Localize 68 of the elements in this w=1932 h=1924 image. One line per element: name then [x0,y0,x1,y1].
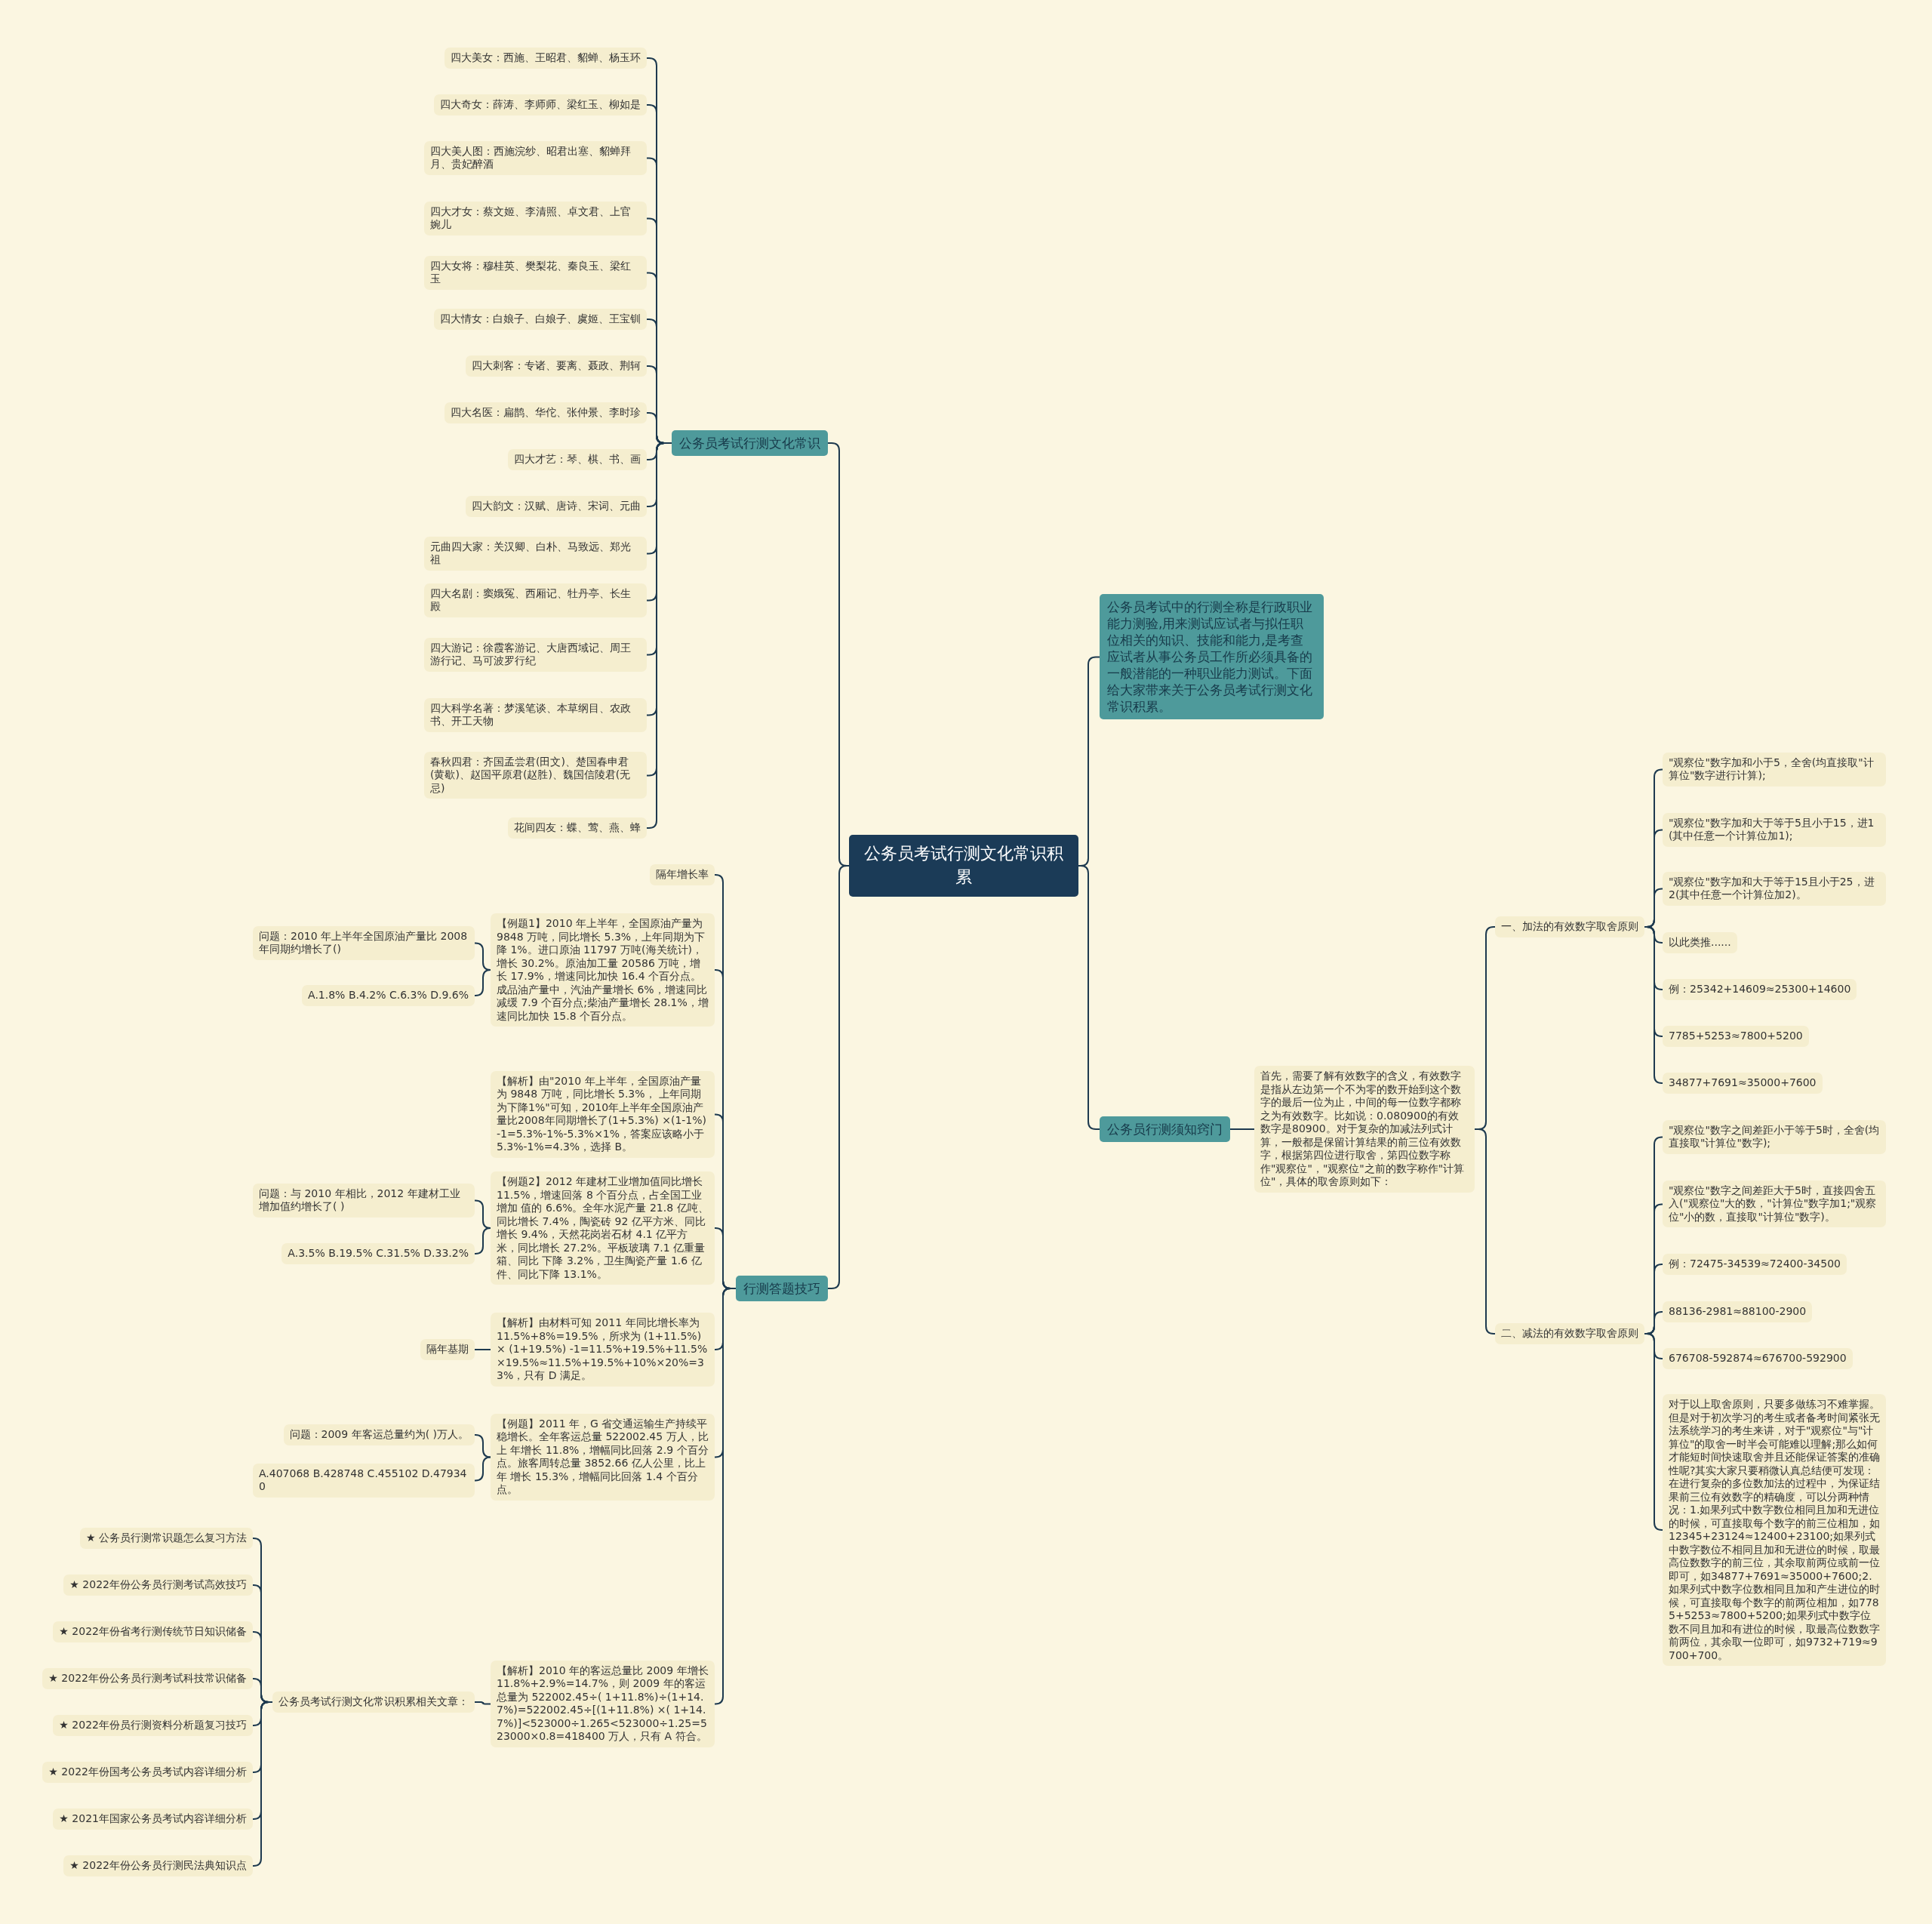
topic-box: 【例题】2011 年，G 省交通运输生产持续平稳增长。全年客运总量 522002.45 万人，比上 年增长 11.8%，增幅同比回落 2.9 个百分点。旅客周转总量 3852.66 亿人公里，比上年 增长 15.3%，增幅同比回落 1.4 个百分点。 [491,1413,715,1501]
topic-box: "观察位"数字加和大于等于5且小于15，进1(其中任意一个计算位加1); [1663,812,1886,847]
topic-box: 四大韵文：汉赋、唐诗、宋词、元曲 [466,496,647,517]
topic-box: 【例题2】2012 年建材工业增加值同比增长11.5%，增速回落 8 个百分点，占全国工业增加 值的 6.6%。全年水泥产量 21.8 亿吨、同比增长 7.4%，陶瓷砖 92 亿平方米、同比增长 9.4%，天然花岗岩石材 4.1 亿平方米，同比增长 27.2%。平板玻璃 7.1 亿重量箱、同比 下降 3.2%，卫生陶瓷产量 1.6 亿件、同比下降 13.1%。 [491,1171,715,1285]
topic-box: 676708-592874≈676700-592900 [1663,1348,1853,1369]
topic-box: 四大女将：穆桂英、樊梨花、秦良玉、梁红玉 [424,255,647,290]
topic-box: 公务员考试行测文化常识积累相关文章： [272,1692,475,1713]
topic-box: 二、减法的有效数字取舍原则 [1495,1323,1644,1344]
topic-box: A.3.5% B.19.5% C.31.5% D.33.2% [281,1243,475,1264]
topic-box: 问题：与 2010 年相比，2012 年建材工业增加值约增长了( ) [253,1183,475,1218]
topic-box: ★ 2022年份公务员行测民法典知识点 [63,1855,253,1876]
topic-box: ★ 2022年份公务员行测考试科技常识储备 [42,1668,253,1689]
topic-box: 四大游记：徐霞客游记、大唐西域记、周王游行记、马可波罗行纪 [424,637,647,672]
topic-box: ★ 2022年份省考行测传统节日知识储备 [53,1621,253,1642]
topic-box: A.1.8% B.4.2% C.6.3% D.9.6% [302,985,475,1006]
topic-box: 【解析】由"2010 年上半年，全国原油产量为 9848 万吨，同比增长 5.3%， 上年同期为下降1%"可知，2010年上半年全国原油产量比2008年同期增长了(1+5.3%) ×(1-1%)-1=5.3%-1%-5.3%×1%，答案应该略小于 5.3%-1%=4.3%，选择 B。 [491,1070,715,1158]
connector-line [474,1456,491,1482]
connector-line [1229,1128,1255,1130]
topic-box: 隔年基期 [420,1339,475,1360]
topic-box: 隔年增长率 [650,864,715,885]
topic-box: 四大名医：扁鹊、华佗、张仲景、李时珍 [445,402,647,423]
topic-box: ★ 2021年国家公务员考试内容详细分析 [53,1809,253,1830]
topic-box: 88136-2981≈88100-2900 [1663,1301,1813,1322]
central-topic-box: 公务员考试行测文化常识积累 [849,835,1078,897]
topic-box: 例：72475-34539≈72400-34500 [1663,1254,1847,1275]
topic-box: ★ 2022年份公务员行测考试高效技巧 [63,1575,253,1596]
connector-line [474,1349,491,1350]
topic-box: "观察位"数字加和大于等于15且小于25，进2(其中任意一个计算位加2)。 [1663,871,1886,906]
topic-box: 问题：2010 年上半年全国原油产量比 2008 年同期约增长了() [253,925,475,960]
branch-topic-box: 公务员考试行测文化常识 [672,430,828,457]
topic-box: 【解析】2010 年的客运总量比 2009 年增长11.8%+2.9%=14.7%，则 2009 年的客运总量为 522002.45÷( 1+11.8%)÷(1+14.7%)=522002.45÷[(1+11.8%) ×( 1+14.7%)]<523000÷1.265<523000÷1.25=523000×0.8=418400 万人，只有 A 符合。 [491,1660,715,1747]
branch-topic-box: 公务员考试中的行测全称是行政职业能力测验,用来测试应试者与拟任职位相关的知识、技能和能力,是考查应试者从事公务员工作所必须具备的一般潜能的一种职业能力测试。下面给大家带来关于公务员考试行测文化常识积累。 [1100,593,1324,720]
topic-box: 对于以上取舍原则，只要多做练习不难掌握。但是对于初次学习的考生或者备考时间紧张无法系统学习的考生来讲，对于"观察位"与"计算位"的取舍一时半会可能难以理解;那么如何才能短时间快速取舍并且还能保证答案的准确性呢?其实大家只要稍微认真总结便可发现：在进行复杂的多位数加法的过程中，为保证结果前三位有效数字的精确度，可以分两种情况：1.如果列式中数字数位相同且加和无进位的时候，可直接取每个数字的前三位相加，如12345+23124≈12400+23100;如果列式中数字数位不相同且加和无进位的时候，取最高位数数字的前三位，其余取前两位或前一位即可，如34877+7691≈35000+7600;2.如果列式中数字位数相同且加和产生进位的时候，可直接取每个数字的前两位相加，如7785+5253≈7800+5200;如果列式中数字位数不同且加和有进位的时候，取最高位数数字前两位，其余取一位即可，如9732+719≈9700+700。 [1663,1394,1886,1666]
topic-box: 四大美女：西施、王昭君、貂蝉、杨玉环 [445,48,647,69]
topic-box: 四大刺客：专诸、要离、聂政、荆轲 [466,356,647,377]
topic-box: 例：25342+14609≈25300+14600 [1663,979,1857,1000]
topic-box: 春秋四君：齐国孟尝君(田文)、楚国春申君(黄歇)、赵国平原君(赵胜)、魏国信陵君(无忌) [424,751,647,799]
topic-box: 7785+5253≈7800+5200 [1663,1026,1809,1047]
topic-box: A.407068 B.428748 C.455102 D.479340 [253,1463,475,1498]
topic-box: 四大美人图：西施浣纱、昭君出塞、貂蝉拜月、贵妃醉酒 [424,140,647,175]
topic-box: 四大科学名著：梦溪笔谈、本草纲目、农政书、开工天物 [424,697,647,732]
topic-box: 【解析】由材料可知 2011 年同比增长率为 11.5%+8%=19.5%，所求为 (1+11.5%) × (1+19.5%) -1=11.5%+19.5%+11.5%×19.5%≈11.5%+19.5%+10%×20%=33%，只有 D 满足。 [491,1313,715,1387]
topic-box: 【例题1】2010 年上半年，全国原油产量为9848 万吨，同比增长 5.3%，上年同期为下降 1%。进口原油 11797 万吨(海关统计)，增长 30.2%。原油加工量 20586 万吨，增长 17.9%，增速同比加快 16.4 个百分点。成品油产量中，汽油产量增长 6%，增速同比减缓 7.9 个百分点;柴油产量增长 28.1%，增速同比加快 15.8 个百分点。 [491,913,715,1027]
topic-box: 问题：2009 年客运总量约为( )万人。 [283,1424,475,1445]
connector-line [474,1701,491,1705]
topic-box: 四大情女：白娘子、白娘子、虞姬、王宝钏 [434,309,647,330]
topic-box: 花间四友：蝶、莺、燕、蜂 [508,817,647,839]
topic-box: 34877+7691≈35000+7600 [1663,1073,1823,1094]
topic-box: "观察位"数字加和小于5，全舍(均直接取"计算位"数字进行计算); [1663,752,1886,787]
connector-line [252,1701,273,1867]
topic-box: "观察位"数字之间差距大于5时，直接四舍五入("观察位"大的数，"计算位"数字加1;"观察位"小的数，直接取"计算位"数字)。 [1663,1180,1886,1227]
topic-box: 以此类推...... [1663,932,1737,953]
topic-box: ★ 2022年份国考公务员考试内容详细分析 [42,1762,253,1783]
topic-box: "观察位"数字之间差距小于等于5时，全舍(均直接取"计算位"数字); [1663,1119,1886,1154]
connector-line [474,1227,491,1254]
connector-line [474,969,491,996]
topic-box: 四大才女：蔡文姬、李清照、卓文君、上官婉儿 [424,201,647,235]
topic-box: ★ 2022年份员行测资料分析题复习技巧 [53,1715,253,1736]
connector-line [474,1434,491,1458]
topic-box: 元曲四大家：关汉卿、白朴、马致远、郑光祖 [424,536,647,571]
topic-box: 四大名剧：窦娥冤、西厢记、牡丹亭、长生殿 [424,583,647,617]
branch-topic-box: 公务员行测须知窍门 [1100,1116,1230,1143]
branch-topic-box: 行测答题技巧 [736,1276,828,1302]
topic-box: 一、加法的有效数字取舍原则 [1495,916,1644,937]
topic-box: ★ 公务员行测常识题怎么复习方法 [80,1528,253,1549]
topic-box: 首先，需要了解有效数字的含义，有效数字是指从左边第一个不为零的数开始到这个数字的最后一位为止，中间的每一位数字都称之为有效数字。比如说：0.080900的有效数字是80900。对于复杂的加减法列式计算，一般都是保留计算结果的前三位有效数字，根据第四位进行取舍，第四位数字称作"观察位"，"观察位"之前的数字称作"计算位"，具体的取舍原则如下： [1254,1066,1475,1193]
topic-box: 四大奇女：薛涛、李师师、梁红玉、柳如是 [434,94,647,115]
topic-box: 四大才艺：琴、棋、书、画 [508,449,647,470]
